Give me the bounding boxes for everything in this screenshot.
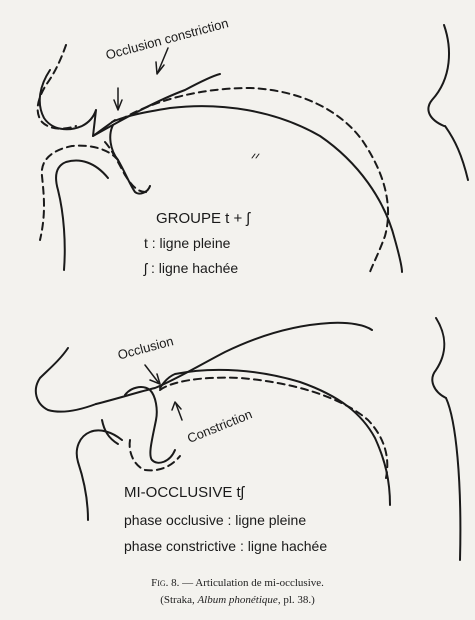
top-pharynx-wall [428, 25, 449, 126]
top-legend-solid: t : ligne pleine [144, 235, 230, 251]
bottom-legend-solid: phase occlusive : ligne pleine [124, 512, 306, 528]
top-diagram [38, 25, 468, 272]
bottom-upper-teeth [125, 387, 175, 463]
top-legend-dashed: ʃ : ligne hachée [144, 260, 238, 276]
top-arrow-2 [158, 48, 168, 72]
caption-fig-label: Fig. 8. [151, 577, 179, 589]
top-back-wall [445, 126, 468, 180]
bottom-pharynx-wall [432, 318, 446, 398]
top-upper-lip-solid [40, 70, 115, 136]
caption-source-italic: Album phonétique [197, 594, 277, 606]
bottom-back-wall [446, 398, 460, 560]
top-stray-mark [252, 154, 259, 158]
bottom-group-title: MI-OCCLUSIVE tʃ [124, 484, 244, 501]
bottom-upper-lip-solid [36, 348, 96, 412]
caption-source-close: , pl. 38.) [278, 594, 315, 606]
caption-source-open: (Straka, [160, 594, 197, 606]
caption-title: — Articulation de mi-occlusive. [182, 577, 324, 589]
figure-caption: Fig. 8. — Articulation de mi-occlusive. [0, 577, 475, 589]
figure-source: (Straka, Album phonétique, pl. 38.) [0, 594, 475, 606]
top-group-title: GROUPE t + ʃ [156, 210, 250, 227]
top-lower-lip-solid [56, 161, 108, 270]
bottom-palate-solid [96, 323, 372, 404]
bottom-legend-dashed: phase constrictive : ligne hachée [124, 538, 327, 554]
bottom-arrow-occlusion [145, 365, 158, 382]
bottom-lower-lip-solid [77, 430, 122, 520]
